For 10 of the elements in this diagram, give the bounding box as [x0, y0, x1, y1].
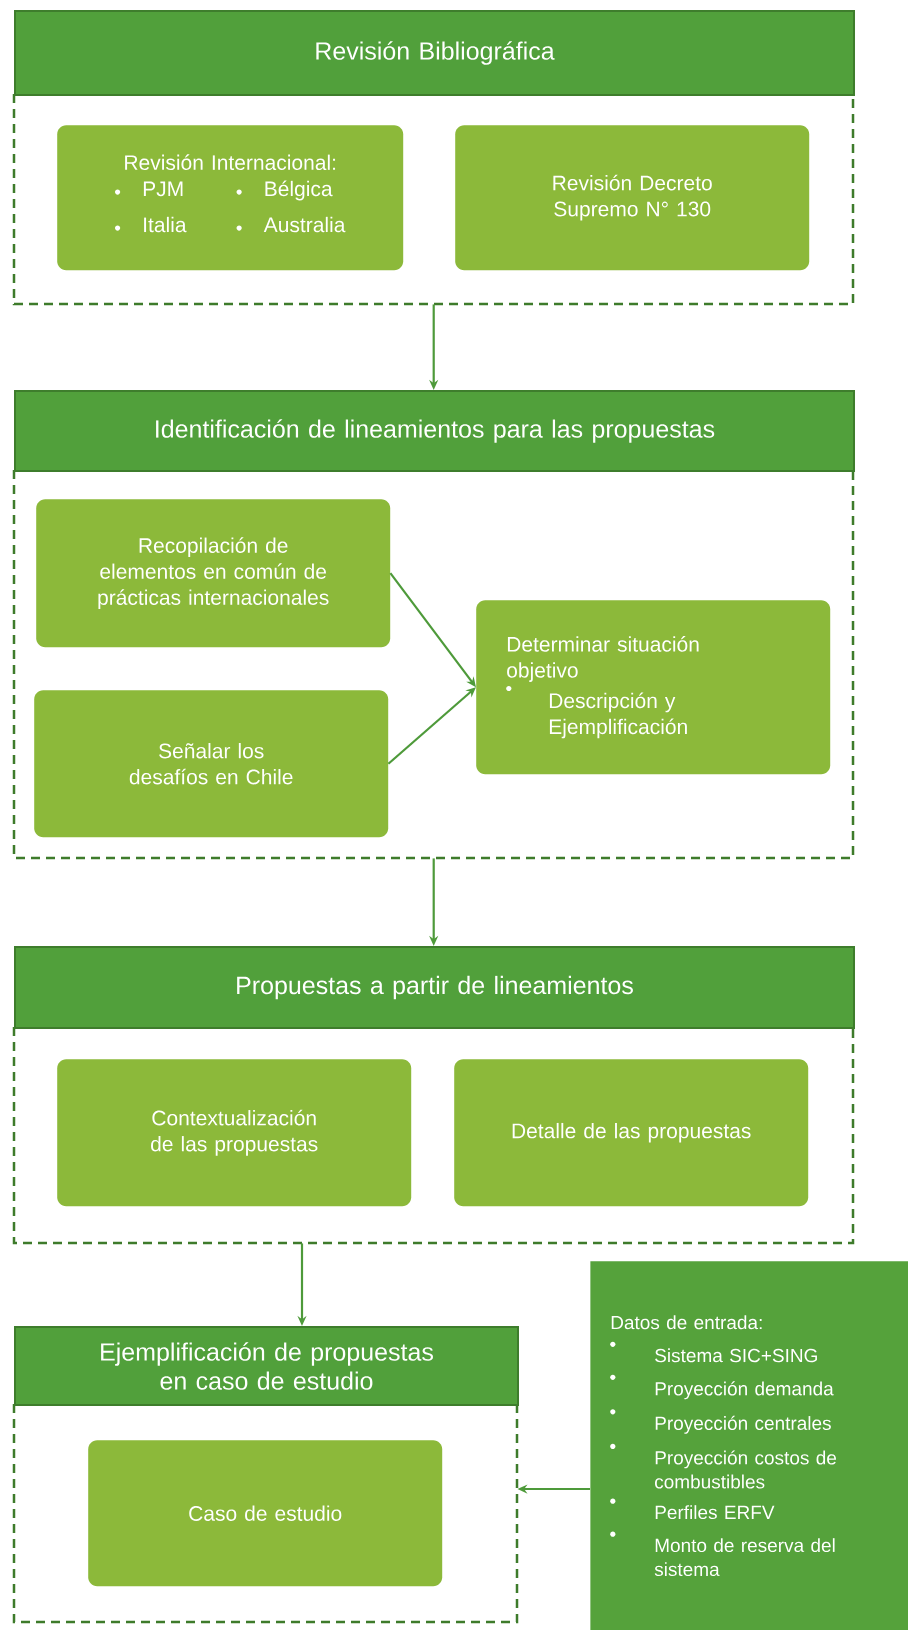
process-box: Detalle de las propuestas	[454, 1059, 809, 1207]
arrow	[387, 687, 476, 765]
process-box: Revisión Internacional: PJM Bélgica Italia Australia	[57, 125, 404, 271]
process-box: Revisión Decreto Supremo N° 130	[455, 125, 810, 271]
process-box: Determinar situación objetivo Descripción y Ejemplificación	[476, 600, 831, 775]
process-box: Señalar los desafíos en Chile	[34, 690, 389, 838]
input-data-box: Datos de entrada: Sistema SIC+SING Proyección demanda Proyección centrales Proyección costos de combustibles Perfiles ERFV Monto de reserva del sistema	[590, 1261, 908, 1630]
process-box: Caso de estudio	[88, 1440, 443, 1587]
process-box: Recopilación de elementos en común de prácticas internacionales	[36, 499, 391, 648]
process-box: Contextualización de las propuestas	[57, 1059, 412, 1207]
